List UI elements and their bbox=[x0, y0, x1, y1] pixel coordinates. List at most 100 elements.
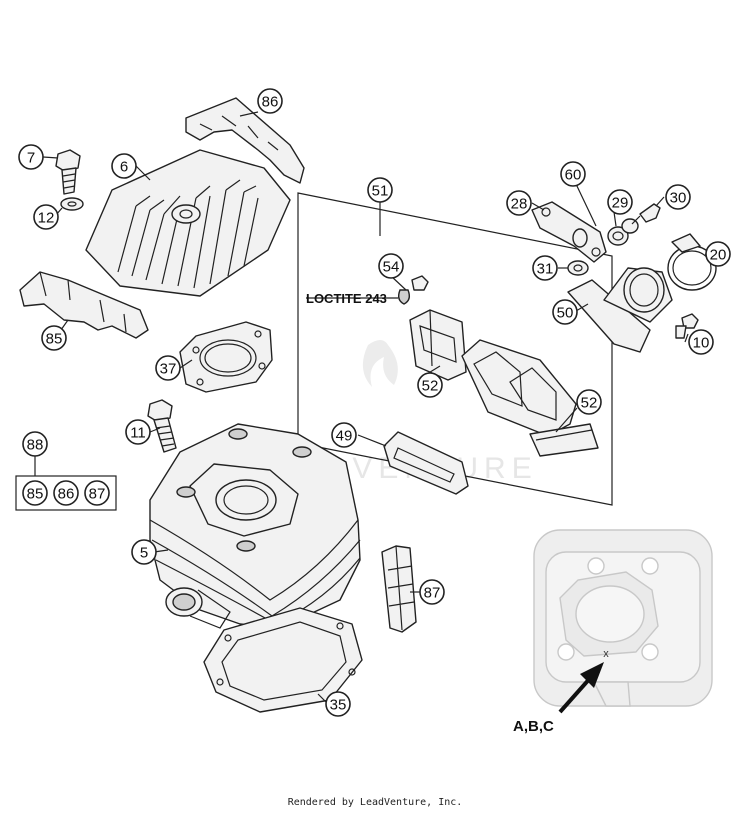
callout-bubble bbox=[41, 325, 67, 351]
callout-number: 52 bbox=[422, 378, 439, 395]
reed-valve-group-box bbox=[297, 192, 613, 506]
callout-88a: 85 bbox=[22, 480, 48, 506]
inset-cylinder-marking: x bbox=[533, 529, 713, 707]
callout-30: 30 bbox=[665, 184, 691, 210]
callout-49: 49 bbox=[331, 422, 357, 448]
callout-number: 37 bbox=[160, 361, 177, 378]
callout-88: 88 bbox=[22, 431, 48, 457]
callout-85: 85 bbox=[41, 325, 67, 351]
callout-number: 85 bbox=[27, 486, 44, 503]
callout-bubble bbox=[367, 177, 393, 203]
part-86-spacer-upper bbox=[185, 97, 305, 184]
part-50-intake-manifold bbox=[567, 267, 673, 353]
callout-60: 60 bbox=[560, 161, 586, 187]
callout-number: 52 bbox=[581, 395, 598, 412]
callout-bubble bbox=[257, 88, 283, 114]
callout-bubble bbox=[560, 161, 586, 187]
callout-bubble bbox=[576, 389, 602, 415]
callout-28: 28 bbox=[506, 190, 532, 216]
callout-number: 51 bbox=[372, 183, 389, 200]
part-52-reed-petals-right bbox=[529, 423, 599, 457]
callout-number: 85 bbox=[46, 331, 63, 348]
callout-bubble bbox=[331, 422, 357, 448]
callout-number: 35 bbox=[330, 697, 347, 714]
callout-bubble bbox=[417, 372, 443, 398]
callout-number: 12 bbox=[38, 210, 55, 227]
callout-bubble bbox=[665, 184, 691, 210]
callout-51: 51 bbox=[367, 177, 393, 203]
callout-number: 60 bbox=[565, 167, 582, 184]
callout-7: 7 bbox=[18, 144, 44, 170]
part-6-cylinder-head bbox=[85, 149, 291, 297]
callout-number: 86 bbox=[262, 94, 279, 111]
callout-bubble bbox=[532, 255, 558, 281]
callout-number: 50 bbox=[557, 305, 574, 322]
loctite-label: LOCTITE 243 bbox=[306, 291, 387, 306]
marking-label: A,B,C bbox=[513, 718, 554, 735]
callout-50: 50 bbox=[552, 299, 578, 325]
callout-number: 29 bbox=[612, 195, 629, 212]
callout-number: 28 bbox=[511, 196, 528, 213]
marking-symbol: x bbox=[603, 648, 609, 660]
part-29-spacer bbox=[607, 218, 639, 246]
callout-bubble bbox=[84, 480, 110, 506]
part-20-hose-clamp bbox=[667, 233, 717, 291]
callout-bubble bbox=[705, 241, 731, 267]
callout-12: 12 bbox=[33, 204, 59, 230]
callout-bubble bbox=[506, 190, 532, 216]
callout-10: 10 bbox=[688, 329, 714, 355]
callout-35: 35 bbox=[325, 691, 351, 717]
part-7-bolt bbox=[55, 149, 81, 195]
callout-bubble bbox=[33, 204, 59, 230]
callout-52b: 52 bbox=[576, 389, 602, 415]
kit-88-box bbox=[15, 475, 117, 511]
part-37-head-gasket bbox=[179, 321, 273, 393]
callout-bubble bbox=[22, 480, 48, 506]
part-11-bolt bbox=[147, 399, 177, 453]
part-60-bushing bbox=[572, 228, 588, 248]
callout-86: 86 bbox=[257, 88, 283, 114]
part-31-washer bbox=[567, 260, 589, 276]
callout-bubble bbox=[18, 144, 44, 170]
callout-bubble bbox=[155, 355, 181, 381]
callout-number: 87 bbox=[89, 486, 106, 503]
part-85-spacer-lower bbox=[19, 271, 149, 339]
callout-number: 86 bbox=[58, 486, 75, 503]
callout-88c: 87 bbox=[84, 480, 110, 506]
callout-number: 20 bbox=[710, 247, 727, 264]
callout-number: 10 bbox=[693, 335, 710, 352]
part-35-base-gasket bbox=[203, 607, 363, 713]
callout-number: 30 bbox=[670, 190, 687, 207]
callout-37: 37 bbox=[155, 355, 181, 381]
callout-11: 11 bbox=[125, 419, 151, 445]
callout-number: 54 bbox=[383, 259, 400, 276]
part-28-bracket bbox=[531, 201, 607, 263]
callout-52a: 52 bbox=[417, 372, 443, 398]
part-10-bolt bbox=[675, 313, 699, 339]
part-5-cylinder bbox=[149, 423, 361, 629]
part-30-bolt bbox=[631, 203, 661, 225]
callout-number: 88 bbox=[27, 437, 44, 454]
callout-87: 87 bbox=[419, 579, 445, 605]
callout-bubble bbox=[607, 189, 633, 215]
callout-54: 54 bbox=[378, 253, 404, 279]
part-52-reed-petals-left bbox=[409, 309, 467, 381]
callout-bubble bbox=[111, 153, 137, 179]
callout-bubble bbox=[22, 431, 48, 457]
callout-number: 11 bbox=[130, 425, 146, 442]
callout-6: 6 bbox=[111, 153, 137, 179]
callout-number: 49 bbox=[336, 428, 353, 445]
callout-number: 87 bbox=[424, 585, 441, 602]
part-54-screw bbox=[397, 275, 429, 305]
callout-5: 5 bbox=[131, 539, 157, 565]
reed-block bbox=[461, 339, 577, 437]
part-87-spacer-strip bbox=[381, 545, 417, 633]
callout-bubble bbox=[325, 691, 351, 717]
callout-bubble bbox=[378, 253, 404, 279]
callout-bubble bbox=[419, 579, 445, 605]
part-49-reed-gasket bbox=[383, 431, 469, 495]
callout-bubble bbox=[53, 480, 79, 506]
callout-bubble bbox=[688, 329, 714, 355]
callout-number: 5 bbox=[140, 545, 148, 562]
